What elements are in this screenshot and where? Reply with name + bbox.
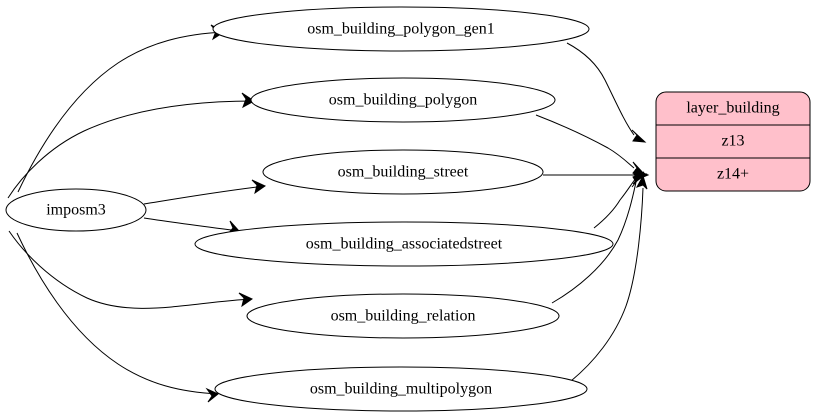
node-osm-building-polygon-label: osm_building_polygon [329,92,477,109]
node-osm-building-polygon[interactable]: osm_building_polygon [250,77,556,123]
node-layer-building[interactable]: layer_building z13 z14+ [655,91,811,192]
layer-building-row-z14plus-label: z14+ [717,166,749,183]
node-osm-building-relation-label: osm_building_relation [331,308,476,325]
layer-building-row-z13-label: z13 [721,133,744,150]
edge-osm-building-multipolygon-to-layer-z14plus [570,174,648,382]
edge-imposm3-to-osm-building-relation [8,230,253,309]
edge-imposm3-to-osm-building-associatedstreet [143,217,240,235]
edge-osm-building-street-to-layer-z14plus [543,168,650,182]
node-osm-building-associatedstreet-label: osm_building_associatedstreet [306,236,503,253]
node-osm-building-street-label: osm_building_street [338,164,469,181]
node-osm-building-multipolygon-shape[interactable] [214,366,588,412]
node-osm-building-relation-shape[interactable] [246,293,560,339]
node-osm-building-associatedstreet-shape[interactable] [194,221,614,267]
node-osm-building-street-shape[interactable] [262,149,544,195]
node-osm-building-street[interactable]: osm_building_street [262,149,544,195]
node-osm-building-polygon-shape[interactable] [250,77,556,123]
node-layer-building-shape[interactable] [655,91,811,192]
edge-osm-building-relation-to-layer-z14plus [551,171,645,304]
edge-osm-building-associatedstreet-to-layer-z14plus [593,173,648,229]
edge-imposm3-to-osm-building-polygon-gen1 [17,24,225,193]
node-osm-building-multipolygon-label: osm_building_multipolygon [310,381,492,398]
node-imposm3-label: imposm3 [46,202,106,219]
edge-osm-building-polygon-gen1-to-layer-z13 [566,42,647,143]
edge-osm-building-polygon-to-layer-z14plus [535,114,647,176]
layer-building-row-name-label: layer_building [686,100,779,117]
edge-imposm3-to-osm-building-polygon [7,92,255,199]
node-osm-building-polygon-gen1-label: osm_building_polygon_gen1 [307,21,495,38]
node-osm-building-associatedstreet[interactable]: osm_building_associatedstreet [194,221,614,267]
node-osm-building-multipolygon[interactable]: osm_building_multipolygon [214,366,588,412]
edge-imposm3-to-osm-building-multipolygon [16,232,219,403]
node-imposm3-shape[interactable] [5,188,147,232]
edge-imposm3-to-osm-building-street [143,179,266,205]
node-imposm3[interactable]: imposm3 [5,188,147,232]
node-osm-building-relation[interactable]: osm_building_relation [246,293,560,339]
node-osm-building-polygon-gen1[interactable]: osm_building_polygon_gen1 [212,6,590,52]
edge-group-tables-to-layer [535,42,650,382]
node-osm-building-polygon-gen1-shape[interactable] [212,6,590,52]
